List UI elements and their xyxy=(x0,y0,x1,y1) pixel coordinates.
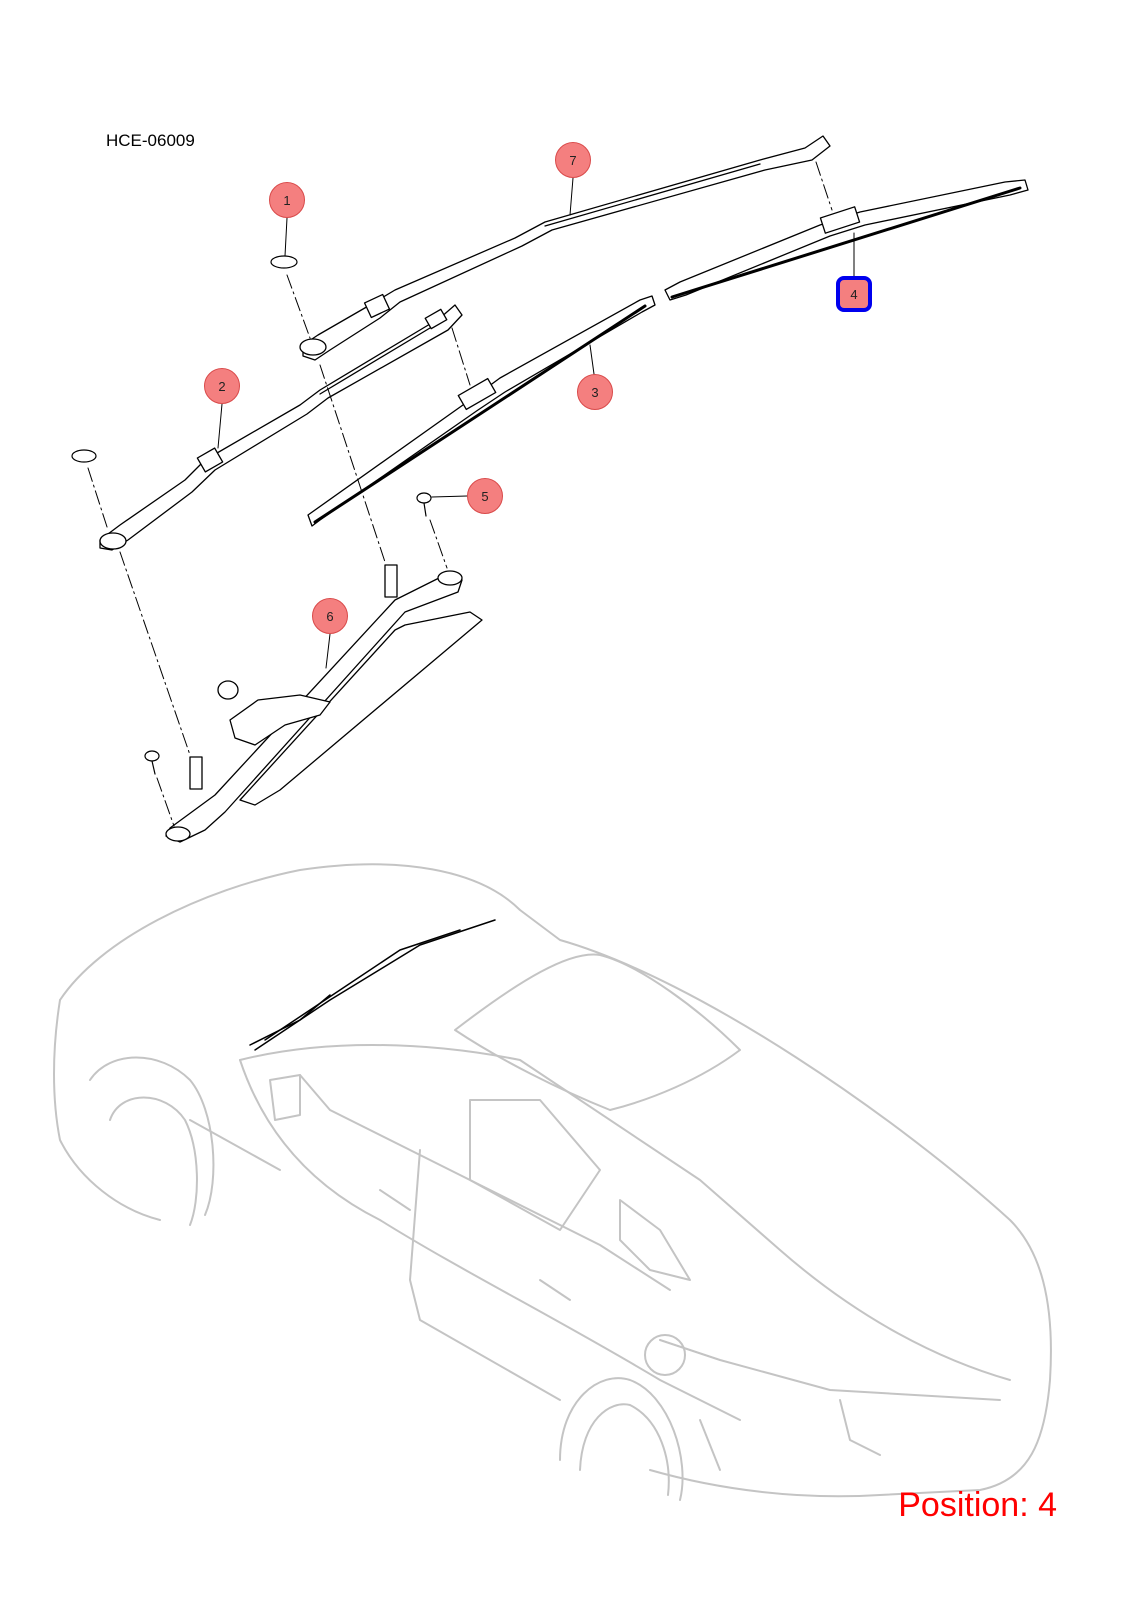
position-label: Position: 4 xyxy=(898,1486,1057,1524)
wiper-blade-passenger xyxy=(307,295,656,527)
assembly-lines xyxy=(87,161,833,827)
callout-5[interactable]: 5 xyxy=(467,478,503,514)
callout-6[interactable]: 6 xyxy=(312,598,348,634)
callout-3[interactable]: 3 xyxy=(577,374,613,410)
callout-1[interactable]: 1 xyxy=(269,182,305,218)
wiper-arm-driver xyxy=(299,135,831,361)
leader-lines xyxy=(217,177,855,669)
callout-7[interactable]: 7 xyxy=(555,142,591,178)
vehicle-wiper-detail xyxy=(249,919,496,1051)
callout-4-selected[interactable]: 4 xyxy=(836,276,872,312)
arm-caps xyxy=(71,255,298,463)
wiper-arm-passenger xyxy=(99,304,463,551)
mounting-bolts xyxy=(144,492,432,775)
vehicle-outline xyxy=(53,863,1052,1501)
callout-2[interactable]: 2 xyxy=(204,368,240,404)
wiper-linkage xyxy=(165,564,483,843)
wiper-blade-driver xyxy=(664,179,1029,301)
diagram-code: HCE-06009 xyxy=(106,131,195,150)
